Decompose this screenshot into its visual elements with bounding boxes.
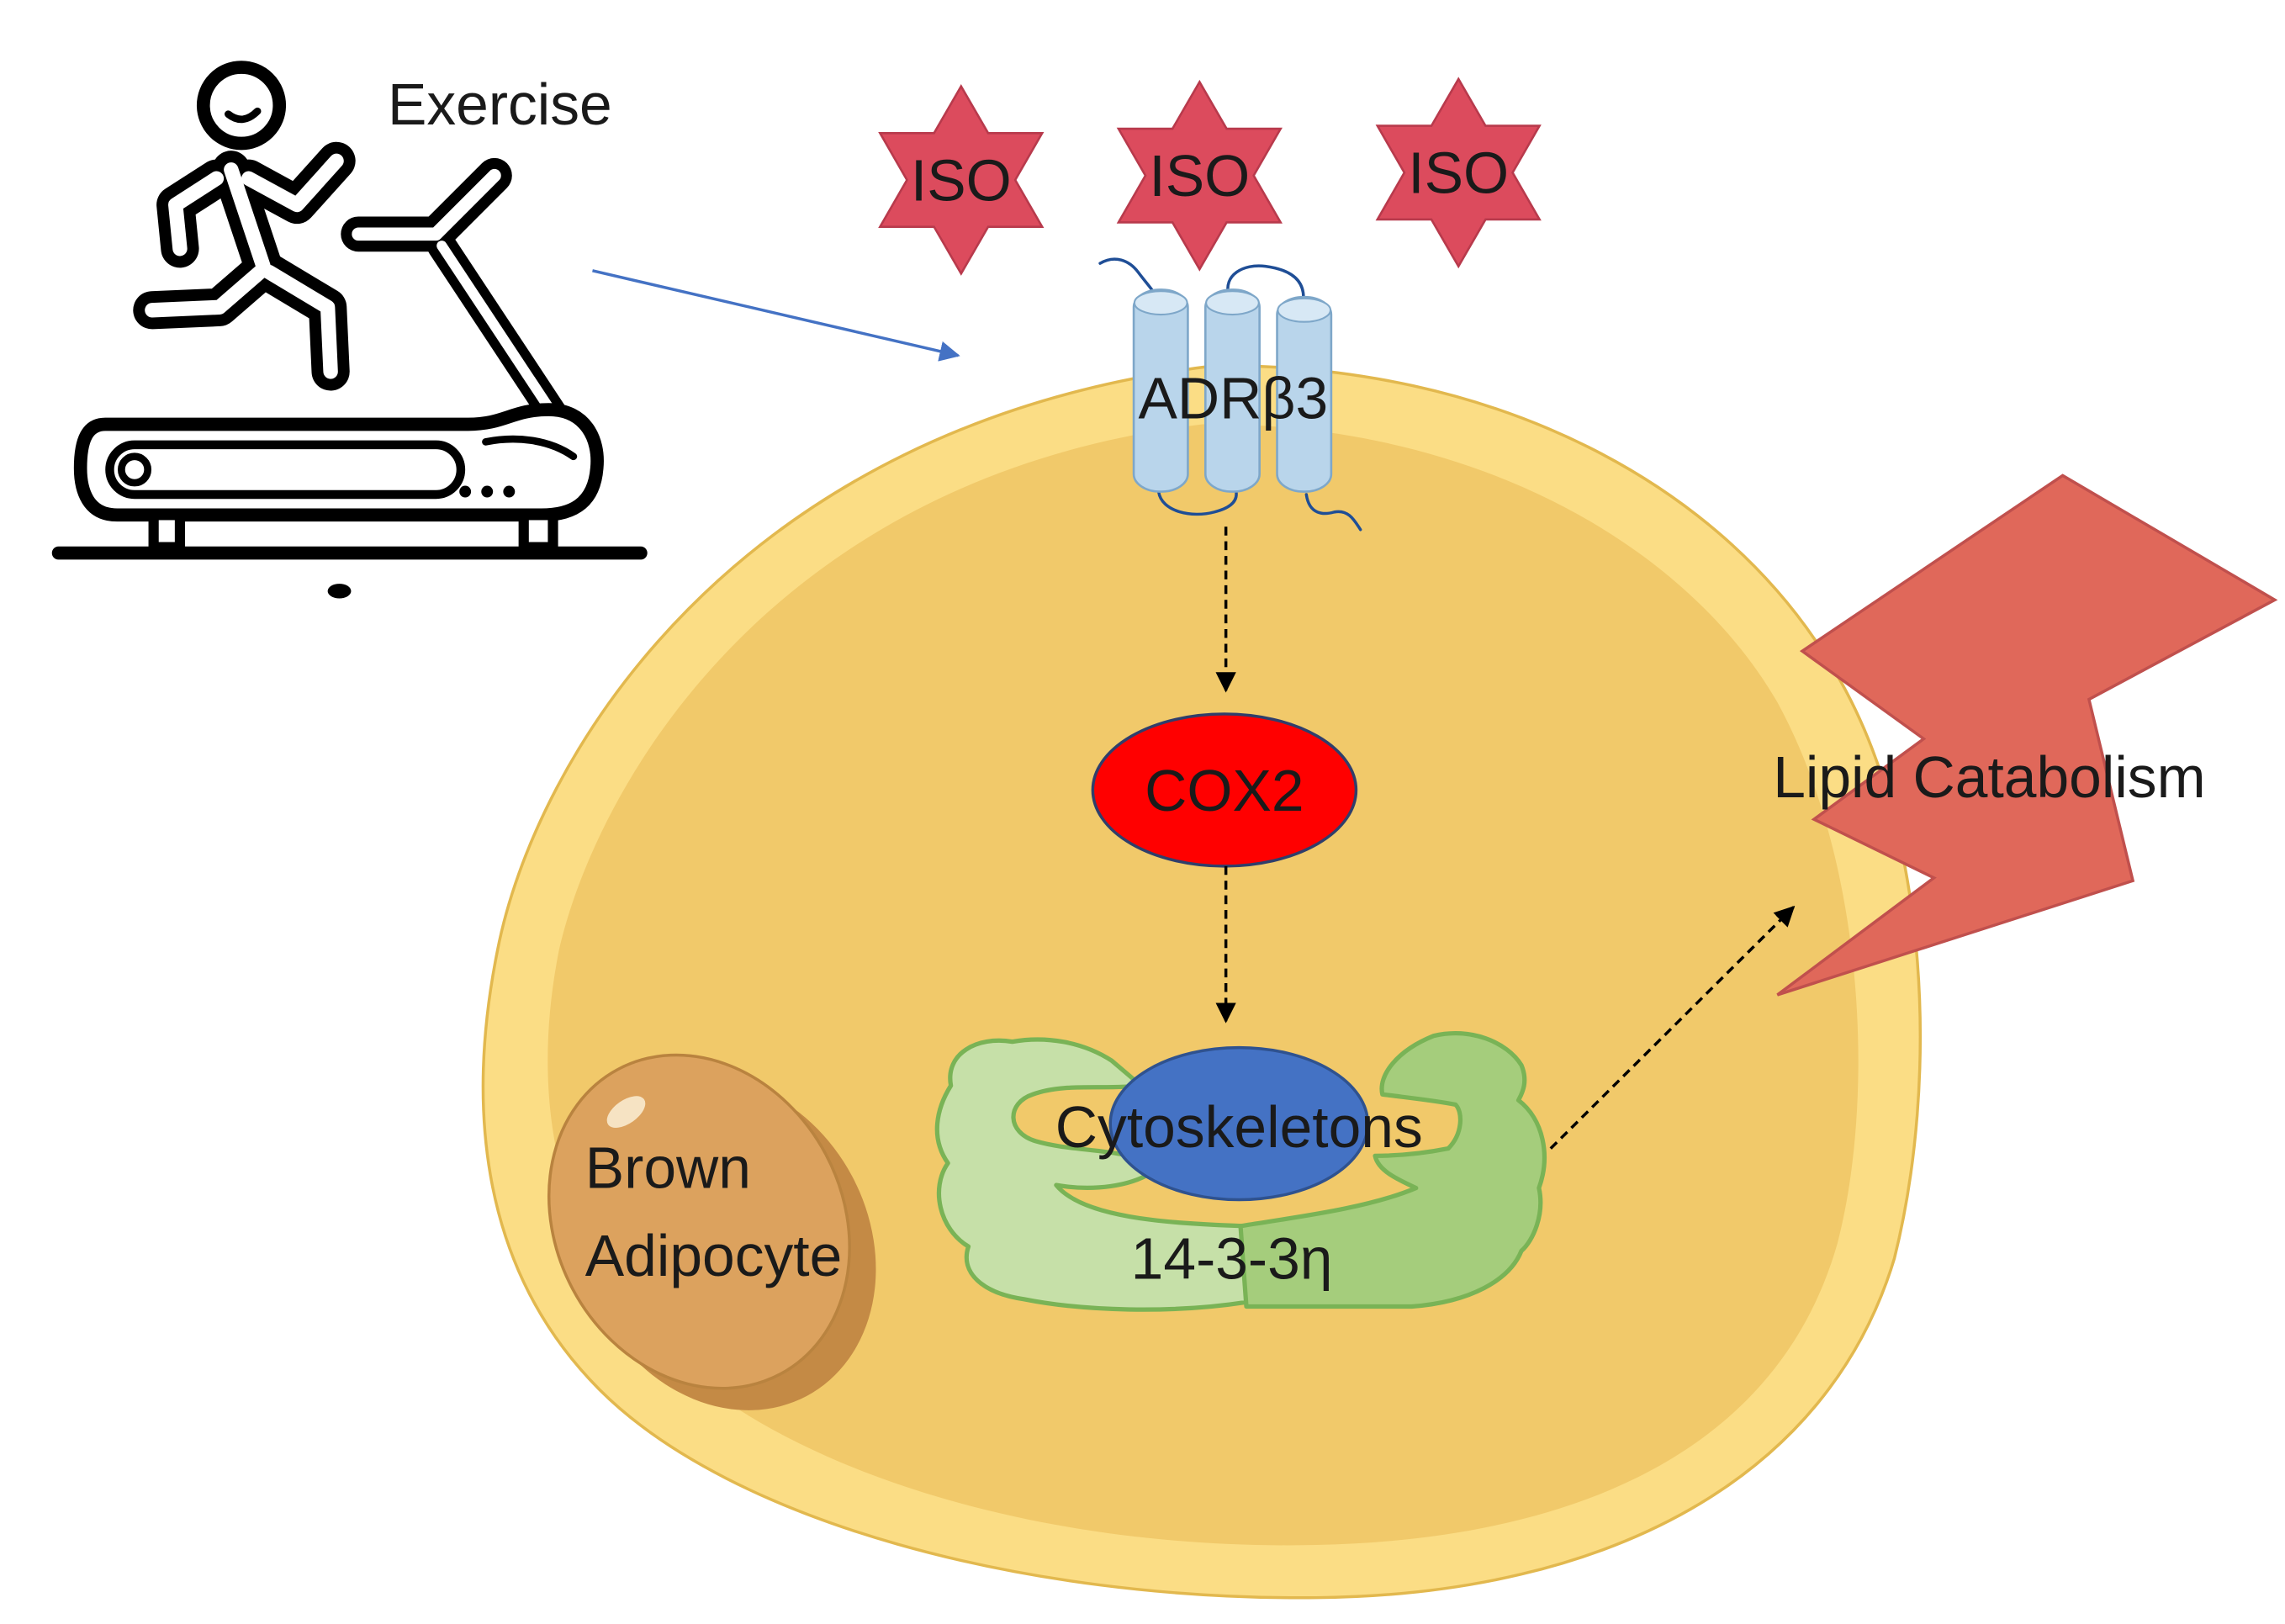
protein-14-3-3-left-monomer bbox=[934, 1037, 1249, 1312]
droplet-body bbox=[547, 1053, 851, 1390]
helix-body bbox=[1203, 288, 1261, 493]
iso-star-2: ISO bbox=[1116, 79, 1283, 272]
exercise-label: Exercise bbox=[388, 71, 612, 137]
adrb3-receptor: ADRβ3 bbox=[1098, 257, 1362, 532]
helix-body bbox=[1276, 295, 1333, 493]
brown-adipocyte-cell bbox=[481, 364, 1922, 1600]
treadmill-handlebar-fill bbox=[352, 168, 501, 241]
droplet-highlight bbox=[606, 1096, 646, 1128]
iso-star-shape bbox=[1116, 79, 1283, 272]
iso-star-shape bbox=[878, 84, 1045, 276]
receptor-c-terminus bbox=[1304, 493, 1362, 532]
receptor-n-terminus bbox=[1098, 257, 1157, 298]
iso-label: ISO bbox=[911, 147, 1012, 213]
lipid-catabolism-node: Lipid Catabolism bbox=[1773, 473, 2278, 997]
brown-adipocyte-label-line1: Brown bbox=[585, 1135, 751, 1201]
protein-14-3-3-right-monomer bbox=[1238, 1031, 1547, 1309]
runner-front-leg-fill bbox=[262, 264, 338, 379]
treadmill-runner-icon bbox=[51, 61, 648, 599]
runner-smile bbox=[225, 107, 262, 124]
brown-adipocyte-label-line2: Adipocyte bbox=[585, 1223, 843, 1288]
treadmill-leg-front bbox=[518, 510, 558, 553]
receptor-bottom-loop bbox=[1156, 489, 1238, 516]
lipid-catabolism-label: Lipid Catabolism bbox=[1773, 744, 2205, 810]
helix-cap bbox=[1277, 297, 1332, 323]
treadmill-belt bbox=[105, 440, 466, 500]
complex-to-lipid-catabolism-arrow bbox=[1549, 905, 1796, 1150]
brown-adipocyte-droplet: Brown Adipocyte bbox=[547, 1053, 876, 1410]
receptor-helix-2 bbox=[1203, 288, 1261, 493]
protein-14-3-3-label: 14-3-3η bbox=[1131, 1225, 1333, 1291]
cytoskeletons-ellipse bbox=[1108, 1045, 1370, 1202]
helix-cap bbox=[1205, 290, 1260, 316]
helix-cap bbox=[1133, 290, 1188, 316]
protein-14-3-3-complex: Cytoskeletons 14-3-3η bbox=[934, 1031, 1547, 1312]
treadmill-roller bbox=[118, 452, 152, 487]
iso-label: ISO bbox=[1408, 140, 1509, 206]
receptor-top-loop bbox=[1226, 264, 1305, 302]
receptor-helix-1 bbox=[1132, 288, 1189, 493]
cox2-node: COX2 bbox=[1091, 712, 1358, 868]
cytoskeletons-label: Cytoskeletons bbox=[1055, 1094, 1423, 1160]
lightning-bolt-icon bbox=[1776, 473, 2278, 997]
treadmill-dot bbox=[503, 485, 516, 498]
runner-fill bbox=[145, 153, 562, 424]
treadmill-motor-hood bbox=[482, 435, 578, 461]
adrb3-label: ADRβ3 bbox=[1139, 366, 1329, 431]
runner-outline bbox=[133, 141, 571, 433]
runner-back-leg-fill bbox=[145, 262, 271, 318]
iso-label: ISO bbox=[1149, 143, 1250, 209]
treadmill-deck bbox=[73, 403, 604, 522]
runner-torso-fill bbox=[224, 162, 271, 274]
ground-dot bbox=[327, 584, 352, 599]
runner-front-arm-fill bbox=[241, 153, 344, 213]
treadmill-dot bbox=[481, 485, 494, 498]
receptor-helix-3 bbox=[1276, 295, 1333, 493]
iso-star-3: ISO bbox=[1375, 77, 1542, 269]
treadmill-leg-back bbox=[148, 510, 186, 553]
treadmill-dot bbox=[459, 485, 472, 498]
treadmill-upright-fill bbox=[436, 241, 562, 424]
runner-back-arm-fill bbox=[168, 171, 225, 257]
iso-star-1: ISO bbox=[878, 84, 1045, 276]
helix-body bbox=[1132, 288, 1189, 493]
exercise-arrow bbox=[592, 269, 960, 362]
iso-star-shape bbox=[1375, 77, 1542, 269]
cox2-label: COX2 bbox=[1145, 758, 1304, 823]
runner-head bbox=[196, 61, 287, 151]
